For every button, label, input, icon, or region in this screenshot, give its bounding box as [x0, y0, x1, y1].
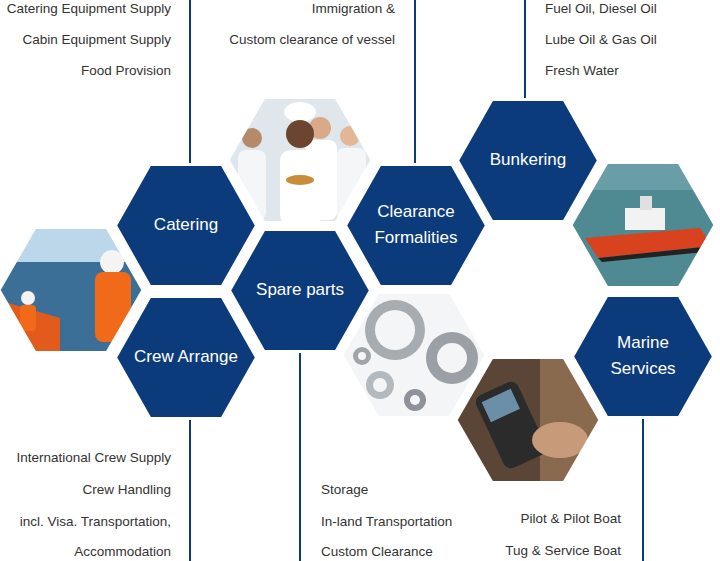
service-item: Storage: [321, 481, 368, 499]
service-item: Custom clearance of vessel: [229, 31, 395, 49]
service-item: incl. Visa. Transportation,: [20, 513, 171, 531]
ship-photo: [569, 160, 719, 290]
hexagon-label: Crew Arrange: [121, 344, 251, 370]
cooks-photo: [226, 95, 376, 225]
service-item: In-land Transportation: [321, 513, 452, 531]
service-hexagon: Bunkering: [456, 98, 600, 223]
hexagon-label: Spare parts: [235, 277, 365, 303]
service-item: Accommodation: [74, 543, 171, 561]
service-hexagon: Spare parts: [228, 228, 372, 353]
service-item: Pilot & Pilot Boat: [520, 510, 621, 528]
hexagon-shape: [344, 163, 488, 288]
service-hexagon: Catering: [114, 163, 258, 288]
service-item: Custom Clearance: [321, 543, 433, 561]
hexagon-label: Bunkering: [463, 147, 593, 173]
hexagon-label: Clearance Formalities: [364, 199, 469, 251]
hexagon-label: Marine Services: [591, 330, 696, 382]
service-item: Tug & Service Boat: [505, 542, 621, 560]
service-item: Food Provision: [81, 62, 171, 80]
service-item: Lube Oil & Gas Oil: [545, 31, 657, 49]
service-item: Cabin Equipment Supply: [22, 31, 171, 49]
service-item: International Crew Supply: [16, 449, 171, 467]
service-item: Fuel Oil, Diesel Oil: [545, 0, 657, 18]
service-item: Crew Handling: [82, 481, 171, 499]
hexagon-shape: [571, 294, 715, 419]
service-hexagon: Marine Services: [571, 294, 715, 419]
service-hexagon: Crew Arrange: [114, 295, 258, 420]
leader-lines: [190, 0, 643, 561]
service-item: Fresh Water: [545, 62, 619, 80]
service-item: Catering Equipment Supply: [7, 0, 171, 18]
hexagon-label: Catering: [121, 212, 251, 238]
service-item: Immigration &: [312, 0, 395, 18]
service-hexagon: Clearance Formalities: [344, 163, 488, 288]
